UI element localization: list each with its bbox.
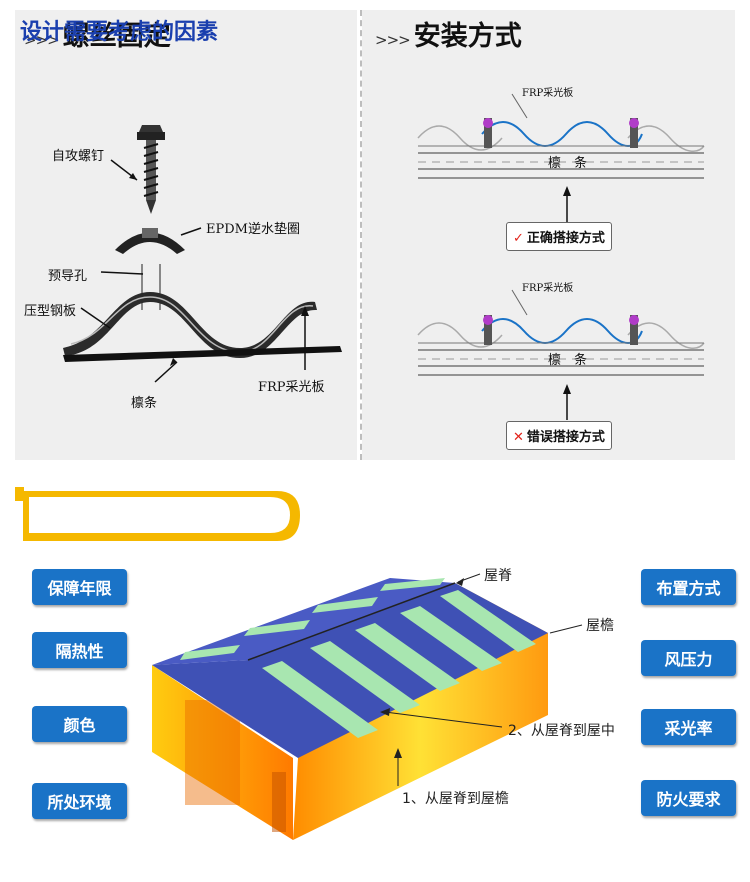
screw-fixing-diagram <box>63 125 342 383</box>
pilot-hole-label: 预导孔 <box>48 269 88 284</box>
purlin-label: 檩条 <box>131 396 158 411</box>
factor-color: 颜色 <box>32 706 127 742</box>
design-title-banner <box>15 487 300 541</box>
front-wall <box>152 665 293 840</box>
wrong-frp-label: FRP采光板 <box>522 283 574 294</box>
panel-divider <box>360 10 362 460</box>
frp-panel-label: FRP采光板 <box>258 380 325 395</box>
ridge-label: 屋脊 <box>484 568 512 584</box>
cross-icon: ✕ <box>513 430 524 445</box>
factor-wind-pressure: 风压力 <box>641 640 736 676</box>
purlin-illustration <box>63 346 342 362</box>
washer-label: EPDM逆水垫圈 <box>206 222 300 237</box>
installation-title: >>>安装方式 <box>375 21 522 52</box>
steel-sheet-illustration <box>63 292 317 358</box>
screw-label: 自攻螺钉 <box>52 149 105 164</box>
correct-purlin-label: 檩 条 <box>548 156 588 171</box>
correct-frp-label: FRP采光板 <box>522 88 574 99</box>
factor-environment: 所处环境 <box>32 783 127 819</box>
correct-install-illustration <box>417 93 705 230</box>
factor-fire-protection: 防火要求 <box>641 780 736 816</box>
wrong-install-illustration <box>417 289 705 420</box>
screw-fixing-panel <box>15 10 357 460</box>
installation-diagram <box>417 93 705 420</box>
correct-tag: ✓正确搭接方式 <box>506 222 612 251</box>
wrong-purlin-label: 檩 条 <box>548 353 588 368</box>
ridge-to-eave-label: 1、从屋脊到屋檐 <box>402 791 509 807</box>
design-factors-title: 设计需要考虑的因素 <box>20 20 219 45</box>
factor-warranty-years: 保障年限 <box>32 569 127 605</box>
epdm-washer-illustration <box>115 228 185 254</box>
factor-heat-insulation: 隔热性 <box>32 632 127 668</box>
factor-layout: 布置方式 <box>641 569 736 605</box>
factor-daylight-rate: 采光率 <box>641 709 736 745</box>
steel-sheet-label: 压型钢板 <box>24 304 77 319</box>
wrong-tag: ✕错误搭接方式 <box>506 421 612 450</box>
ridge-to-middle-label: 2、从屋脊到屋中 <box>508 723 615 739</box>
check-icon: ✓ <box>513 231 524 246</box>
self-tapping-screw-illustration <box>137 125 165 214</box>
eave-label: 屋檐 <box>586 618 614 634</box>
screw-fixing-title: >>>螺丝固定 <box>24 21 171 52</box>
